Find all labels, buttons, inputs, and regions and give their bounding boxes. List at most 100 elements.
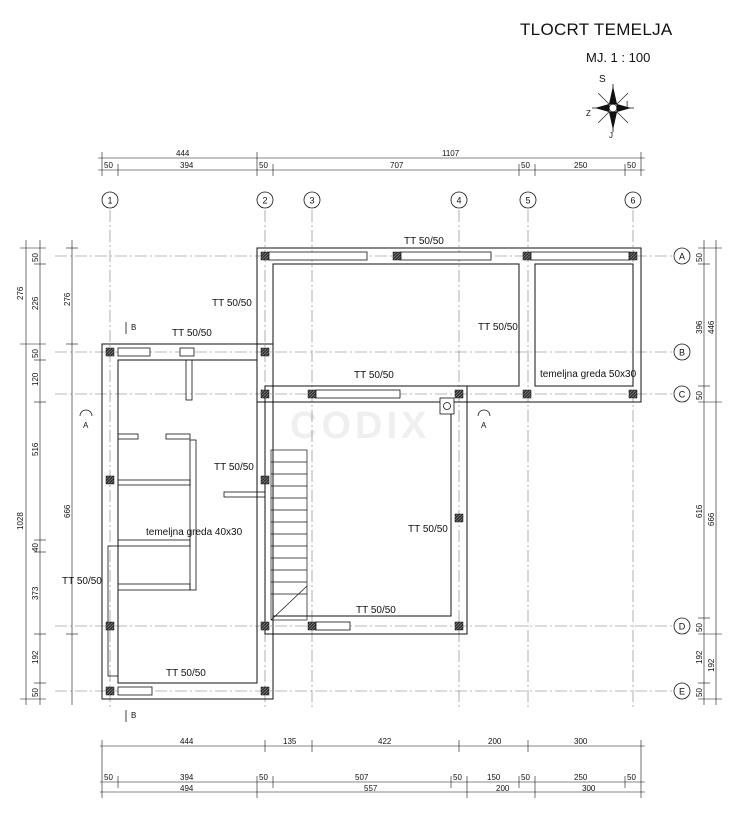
column-axes: 1 2 3 4 5 6 bbox=[101, 191, 642, 209]
dim-left-inner-d5: 516 bbox=[31, 442, 40, 456]
dim-right-inner-d3: 50 bbox=[695, 391, 704, 400]
dim-bot2-d7: 50 bbox=[521, 773, 530, 782]
axis-grid bbox=[55, 210, 672, 710]
axis-col-5: 5 bbox=[525, 196, 530, 206]
foundation-labels: TT 50/50 TT 50/50 TT 50/50 TT 50/50 TT 5… bbox=[62, 236, 637, 679]
dim-left-inner-d8: 192 bbox=[31, 650, 40, 664]
drawing-title: TLOCRT TEMELJA bbox=[520, 20, 673, 39]
axis-col-3: 3 bbox=[309, 196, 314, 206]
dim-left-inner-d3: 50 bbox=[31, 349, 40, 358]
dim-right-inner-d1: 50 bbox=[695, 253, 704, 262]
chimney-icon bbox=[439, 397, 455, 415]
dim-bot3-d4: 300 bbox=[582, 784, 596, 793]
section-markers bbox=[79, 322, 491, 722]
dim-top-s1: 50 bbox=[104, 161, 113, 170]
dim-top-s4: 707 bbox=[390, 161, 404, 170]
row-axes: A B C D E bbox=[673, 247, 691, 700]
right-dimensions bbox=[698, 240, 722, 705]
dim-left-outer-total: 1028 bbox=[16, 512, 25, 530]
dim-left-mid-d1: 276 bbox=[63, 292, 72, 306]
column-footings bbox=[105, 251, 638, 696]
label-tt-mid-left: TT 50/50 bbox=[214, 462, 254, 473]
axis-col-1: 1 bbox=[107, 196, 112, 206]
dim-top-s6: 250 bbox=[574, 161, 588, 170]
dim-bot2-d3: 50 bbox=[259, 773, 268, 782]
dim-top-left-total: 444 bbox=[176, 149, 190, 158]
axis-row-e: E bbox=[679, 687, 685, 697]
dim-right-inner-d4: 616 bbox=[695, 504, 704, 518]
axis-row-b: B bbox=[679, 348, 685, 358]
dim-right-outer-d1: 446 bbox=[707, 320, 716, 334]
pad-footings bbox=[117, 251, 630, 696]
foundation-outline bbox=[101, 247, 642, 700]
left-dimensions bbox=[20, 240, 78, 705]
watermark: CODIX bbox=[290, 405, 431, 447]
dim-right-inner-d5: 50 bbox=[695, 623, 704, 632]
dim-bot3-d1: 494 bbox=[180, 784, 194, 793]
section-a-left: A bbox=[83, 421, 89, 430]
dim-top-s2: 394 bbox=[180, 161, 194, 170]
dim-bot2-d1: 50 bbox=[104, 773, 113, 782]
label-tt-far-left: TT 50/50 bbox=[62, 576, 102, 587]
label-tt-a: TT 50/50 bbox=[404, 236, 444, 247]
dim-bot2-d8: 250 bbox=[574, 773, 588, 782]
staircase bbox=[270, 449, 308, 621]
dim-bot2-d9: 50 bbox=[627, 773, 636, 782]
internal-beams bbox=[107, 359, 266, 677]
axis-row-d: D bbox=[679, 622, 686, 632]
label-tt-c: TT 50/50 bbox=[354, 370, 394, 381]
label-tt-left-upper: TT 50/50 bbox=[212, 298, 252, 309]
compass-west: Z bbox=[586, 109, 591, 118]
axis-col-6: 6 bbox=[630, 196, 635, 206]
dim-left-inner-d4: 120 bbox=[31, 372, 40, 386]
dim-right-outer-d3: 192 bbox=[707, 658, 716, 672]
dim-top-overall: 1107 bbox=[442, 149, 460, 158]
dim-top-s7: 50 bbox=[627, 161, 636, 170]
dim-right-inner-d2: 396 bbox=[695, 320, 704, 334]
drawing-scale: MJ. 1 : 100 bbox=[586, 50, 651, 65]
section-a-right: A bbox=[481, 421, 487, 430]
label-greda-40: temeljna greda 40x30 bbox=[146, 527, 243, 538]
compass-north: S bbox=[599, 74, 606, 85]
label-greda-50: temeljna greda 50x30 bbox=[540, 369, 637, 380]
dim-right-inner-d7: 50 bbox=[695, 688, 704, 697]
top-dimensions bbox=[98, 152, 645, 176]
axis-row-c: C bbox=[679, 390, 686, 400]
label-tt-b: TT 50/50 bbox=[172, 328, 212, 339]
bottom-dimensions bbox=[100, 740, 645, 798]
dim-bot1-d1: 444 bbox=[180, 737, 194, 746]
dim-bot3-d2: 557 bbox=[364, 784, 378, 793]
dim-bot2-d4: 507 bbox=[355, 773, 369, 782]
compass-south: J bbox=[609, 131, 613, 140]
axis-col-2: 2 bbox=[262, 196, 267, 206]
dim-bot1-d4: 200 bbox=[488, 737, 502, 746]
dim-bot2-d5: 50 bbox=[453, 773, 462, 782]
dim-bot1-d2: 135 bbox=[283, 737, 297, 746]
dim-left-inner-d6: 40 bbox=[31, 543, 40, 552]
dim-left-outer-d1: 276 bbox=[16, 286, 25, 300]
dim-top-s5: 50 bbox=[521, 161, 530, 170]
dim-left-inner-d1: 50 bbox=[31, 253, 40, 262]
dim-top-s3: 50 bbox=[259, 161, 268, 170]
section-b-bottom: B bbox=[131, 711, 136, 720]
dim-bot2-d6: 150 bbox=[487, 773, 501, 782]
axis-col-4: 4 bbox=[456, 196, 461, 206]
dim-right-inner-d6: 192 bbox=[695, 650, 704, 664]
dim-left-inner-d7: 373 bbox=[31, 586, 40, 600]
compass-east: I bbox=[626, 100, 628, 109]
axis-row-a: A bbox=[679, 252, 685, 262]
dim-bot1-d5: 300 bbox=[574, 737, 588, 746]
dim-bot1-d3: 422 bbox=[378, 737, 392, 746]
label-tt-e: TT 50/50 bbox=[166, 668, 206, 679]
dim-bot2-d2: 394 bbox=[180, 773, 194, 782]
label-tt-mid-right: TT 50/50 bbox=[408, 524, 448, 535]
dim-left-mid-d2: 666 bbox=[63, 504, 72, 518]
compass-icon: S Z I J bbox=[586, 74, 634, 140]
dim-left-inner-d9: 50 bbox=[31, 688, 40, 697]
section-b-top: B bbox=[131, 323, 136, 332]
label-tt-right-upper: TT 50/50 bbox=[478, 322, 518, 333]
dim-left-inner-d2: 226 bbox=[31, 296, 40, 310]
dim-right-outer-d2: 666 bbox=[707, 512, 716, 526]
dim-bot3-d3: 200 bbox=[496, 784, 510, 793]
